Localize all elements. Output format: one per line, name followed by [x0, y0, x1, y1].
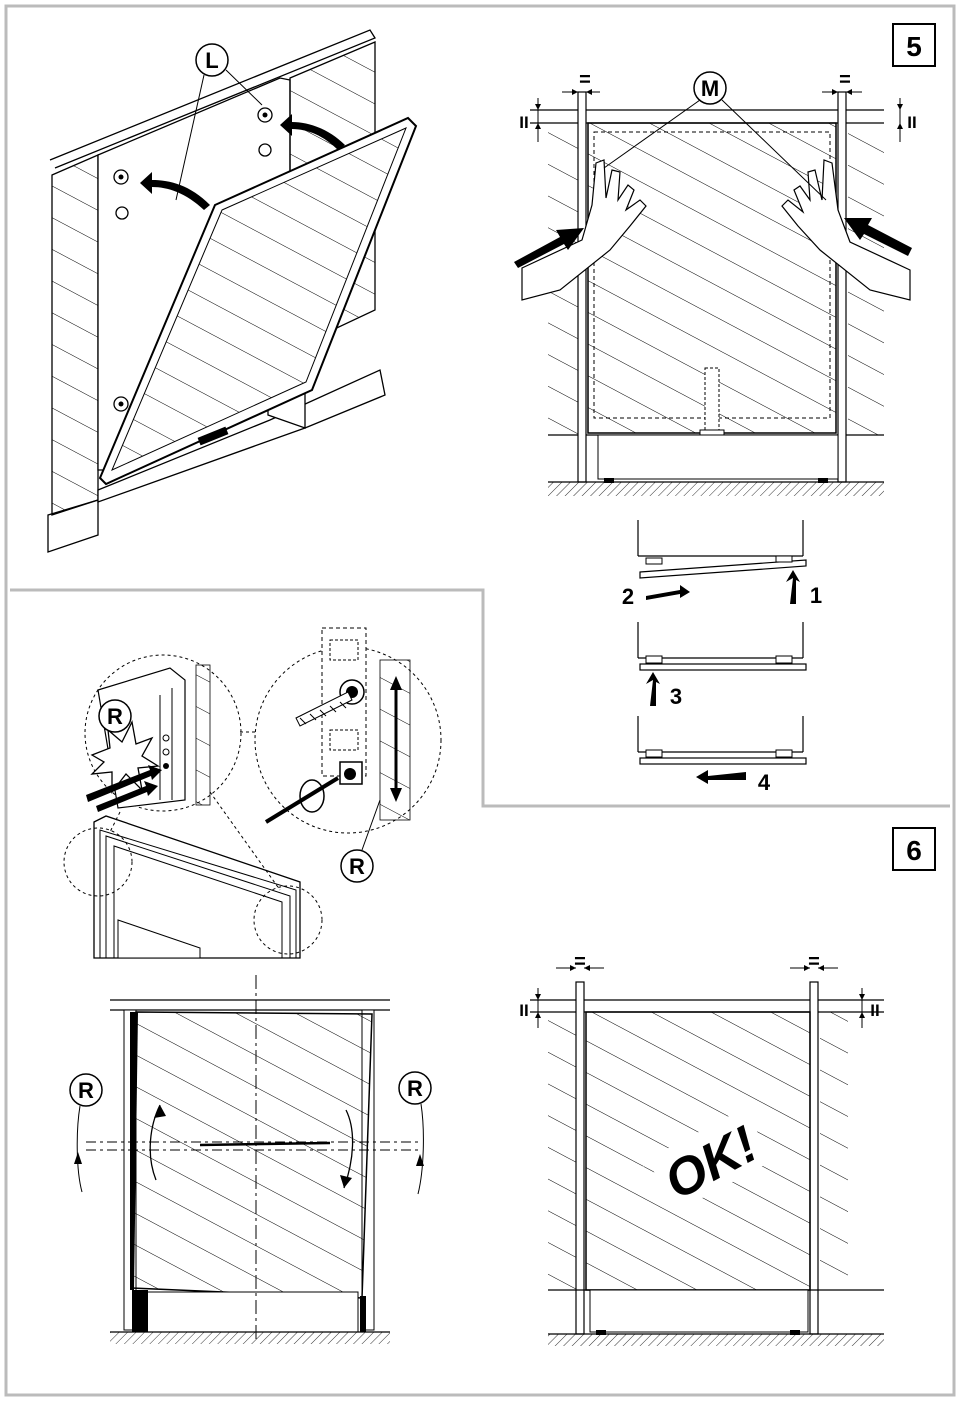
step5-badge: 5: [892, 23, 936, 67]
seq-label-3: 3: [670, 684, 682, 709]
misaligned-door-illustration: R R: [69, 975, 432, 1344]
panel-divider: [10, 588, 950, 808]
label-R-left: R: [78, 1078, 94, 1103]
equal-mark-left-ok: =: [574, 951, 586, 973]
outer-frame: [4, 4, 956, 1397]
equal-mark-right: =: [839, 69, 851, 91]
seq-label-1: 1: [810, 583, 822, 608]
parallel-mark-right-ok: II: [870, 1001, 879, 1020]
label-R-detail: R: [107, 704, 123, 729]
parallel-mark-right: II: [907, 113, 916, 132]
door-hanging-illustration: L: [47, 29, 418, 553]
svg-text:5: 5: [906, 31, 922, 62]
label-R-right: R: [407, 1076, 423, 1101]
equal-mark-left: =: [579, 69, 591, 91]
label-R-screw: R: [349, 854, 365, 879]
seq-label-2: 2: [622, 584, 634, 609]
step6-badge: 6: [892, 827, 936, 871]
seq-label-4: 4: [758, 770, 771, 795]
equal-mark-right-ok: =: [808, 951, 820, 973]
push-arrow-right: [280, 114, 345, 150]
label-L: L: [205, 48, 218, 73]
aligned-door-ok-illustration: = = II II OK!: [519, 951, 884, 1346]
door-alignment-front: M = = II II: [514, 69, 917, 496]
svg-text:6: 6: [906, 835, 922, 866]
door-sequence-diagram: 2 1 3 4: [622, 520, 822, 795]
push-arrow-left: [140, 172, 210, 210]
parallel-mark-left-ok: II: [519, 1001, 528, 1020]
parallel-mark-left: II: [519, 113, 528, 132]
label-M: M: [701, 76, 719, 101]
detail-R-illustration: R R: [63, 627, 442, 959]
